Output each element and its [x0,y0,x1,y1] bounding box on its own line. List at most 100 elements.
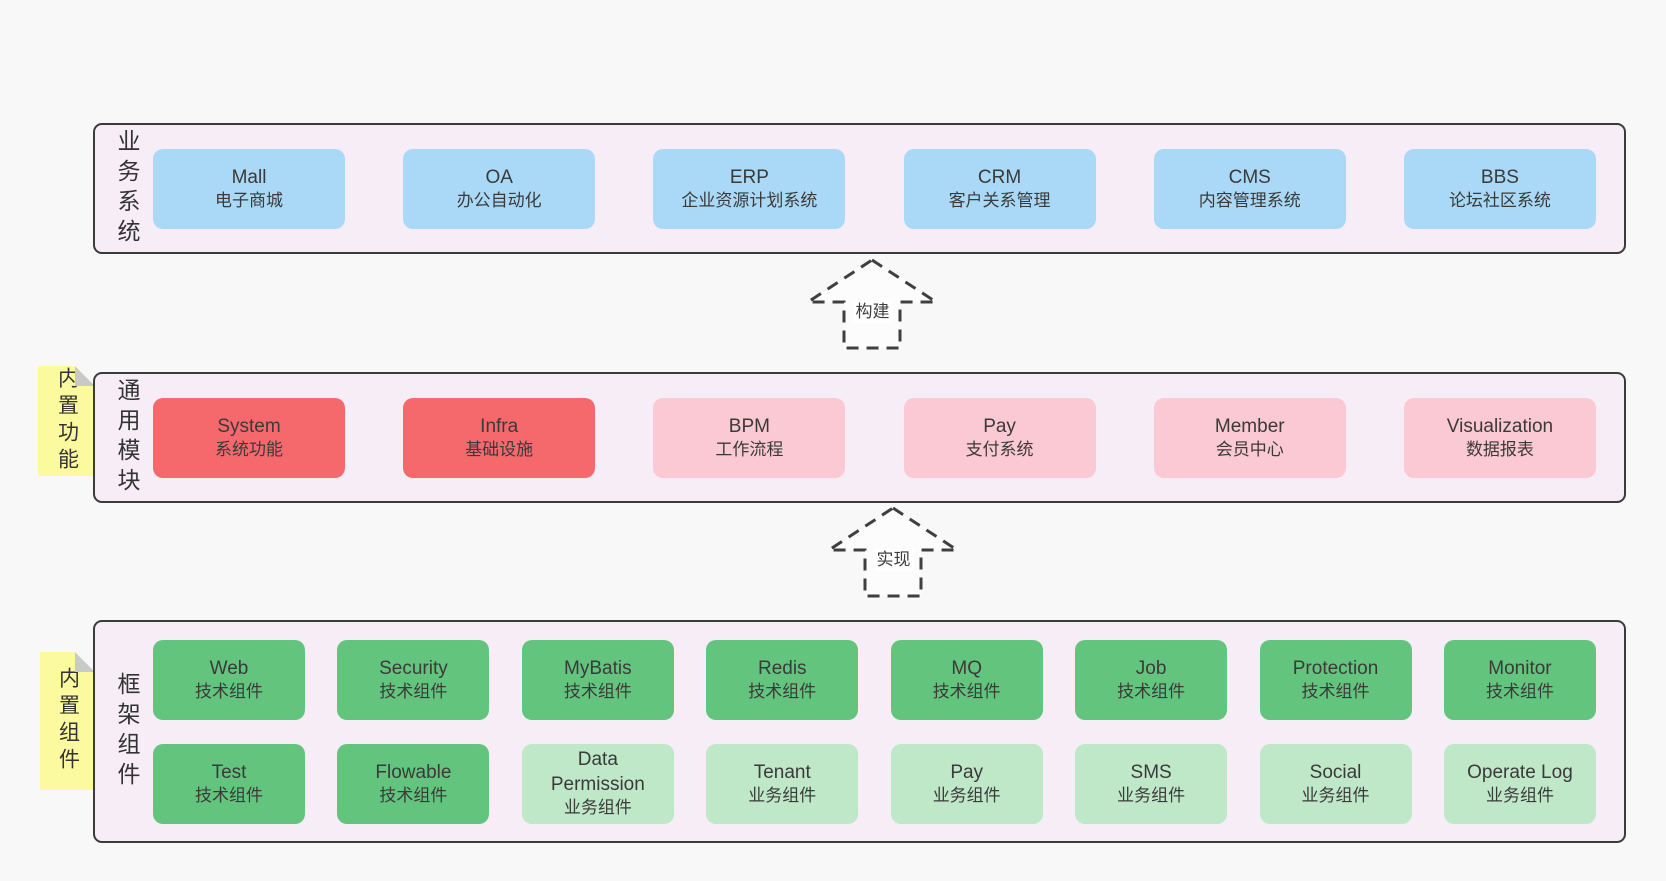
box-subtitle: 系统功能 [215,439,283,459]
box-title: Operate Log [1467,761,1573,783]
box-subtitle: 业务组件 [563,798,632,818]
business-systems-label: 业务系统 [114,128,140,249]
box-subtitle: 技术组件 [379,785,448,805]
box-title: Mall [231,166,267,188]
box-subtitle: 业务组件 [1117,785,1186,805]
box-title: MQ [951,657,982,679]
box-title: CRM [977,166,1022,188]
box-subtitle: 技术组件 [932,681,1001,701]
box-subtitle: 技术组件 [748,681,817,701]
box-subtitle: 内容管理系统 [1198,190,1301,210]
box-title: SMS [1130,761,1172,783]
box-title: Flowable [375,761,452,783]
box-title: Social [1309,761,1362,783]
box-title: Test [211,761,247,783]
box-subtitle: 业务组件 [1301,785,1370,805]
implement-arrow: 实现 [826,505,961,600]
box-title: CMS [1228,166,1271,188]
box-subtitle: 技术组件 [379,681,448,701]
box-subtitle: 业务组件 [748,785,817,805]
box-title: BBS [1480,166,1519,188]
box-subtitle: 技术组件 [195,681,263,701]
box-subtitle: 基础设施 [465,439,534,459]
box-title: Data Permission [550,749,645,796]
box-title: Pay [983,415,1016,437]
box-title: BPM [728,415,770,437]
box-title: Protection [1292,657,1379,679]
build-arrow-label: 构建 [852,300,893,324]
built-in-features-label: 内置功能 [55,367,79,475]
box-title: OA [485,166,513,188]
box-subtitle: 客户关系管理 [948,190,1051,210]
box-title: Visualization [1446,415,1554,437]
box-title: ERP [729,166,769,188]
box-title: Monitor [1488,657,1552,679]
folded-corner-icon [75,366,95,386]
box-title: Member [1214,415,1285,437]
folded-corner-icon [75,652,95,672]
box-subtitle: 业务组件 [1485,785,1554,805]
box-title: Security [379,657,448,679]
box-subtitle: 业务组件 [932,785,1001,805]
box-subtitle: 电子商城 [215,190,283,210]
box-title: System [217,415,281,437]
box-subtitle: 技术组件 [1485,681,1554,701]
box-subtitle: 企业资源计划系统 [681,190,818,210]
box-title: Job [1135,657,1167,679]
box-title: Pay [950,761,984,783]
box-subtitle: 技术组件 [1117,681,1186,701]
box-subtitle: 数据报表 [1465,439,1534,459]
box-subtitle: 办公自动化 [456,190,542,210]
built-in-components-label: 内置组件 [56,667,80,775]
box-subtitle: 技术组件 [1301,681,1370,701]
box-subtitle: 技术组件 [563,681,632,701]
built-in-features-sticky-note: 内置功能 [38,366,95,476]
implement-arrow-label: 实现 [873,548,914,572]
box-subtitle: 会员中心 [1215,439,1284,459]
built-in-components-sticky-note: 内置组件 [40,652,95,790]
box-title: Redis [757,657,807,679]
box-subtitle: 论坛社区系统 [1448,190,1551,210]
build-arrow: 构建 [805,257,940,352]
box-subtitle: 技术组件 [195,785,263,805]
common-modules-label: 通用模块 [114,377,140,498]
box-title: MyBatis [564,657,632,679]
box-subtitle: 支付系统 [965,439,1034,459]
box-subtitle: 工作流程 [715,439,784,459]
